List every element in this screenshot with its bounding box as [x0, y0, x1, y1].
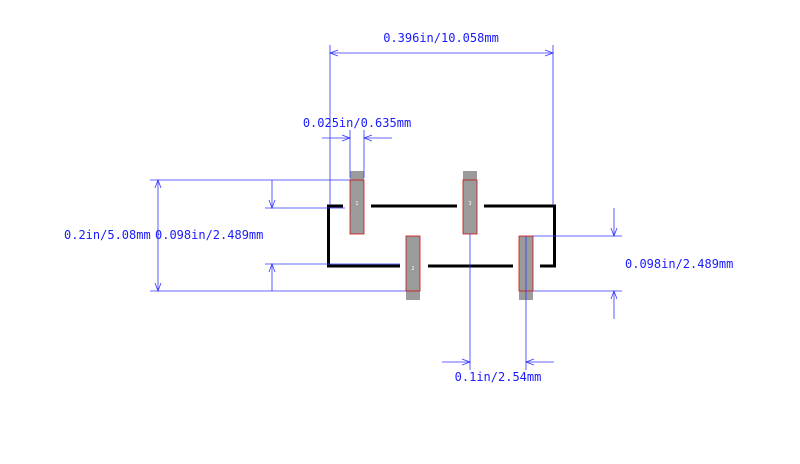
dimension-body-height-right: 0.098in/2.489mm	[533, 208, 733, 319]
dimension-pad-width: 0.025in/0.635mm	[303, 116, 411, 178]
body-outline	[327, 204, 556, 268]
body-height-right-label: 0.098in/2.489mm	[625, 257, 733, 271]
pad-1-label: 1	[355, 201, 358, 207]
pad-1: 1	[349, 171, 365, 235]
pad-2: 2	[405, 235, 421, 300]
pad-width-label: 0.025in/0.635mm	[303, 116, 411, 130]
overall-height-label: 0.2in/5.08mm	[64, 228, 151, 242]
dimension-overall-height: 0.2in/5.08mm	[64, 178, 406, 293]
pitch-label: 0.1in/2.54mm	[455, 370, 542, 384]
pad-3: 3	[462, 171, 478, 235]
pad-3-label: 3	[468, 201, 471, 207]
pad-2-label: 2	[411, 266, 414, 272]
body-height-left-label: 0.098in/2.489mm	[155, 228, 263, 242]
total-width-label: 0.396in/10.058mm	[383, 31, 499, 45]
dimension-body-height-left: 0.098in/2.489mm	[155, 180, 400, 291]
dimension-total-width: 0.396in/10.058mm	[328, 31, 555, 205]
dimension-pitch: 0.1in/2.54mm	[442, 234, 554, 384]
